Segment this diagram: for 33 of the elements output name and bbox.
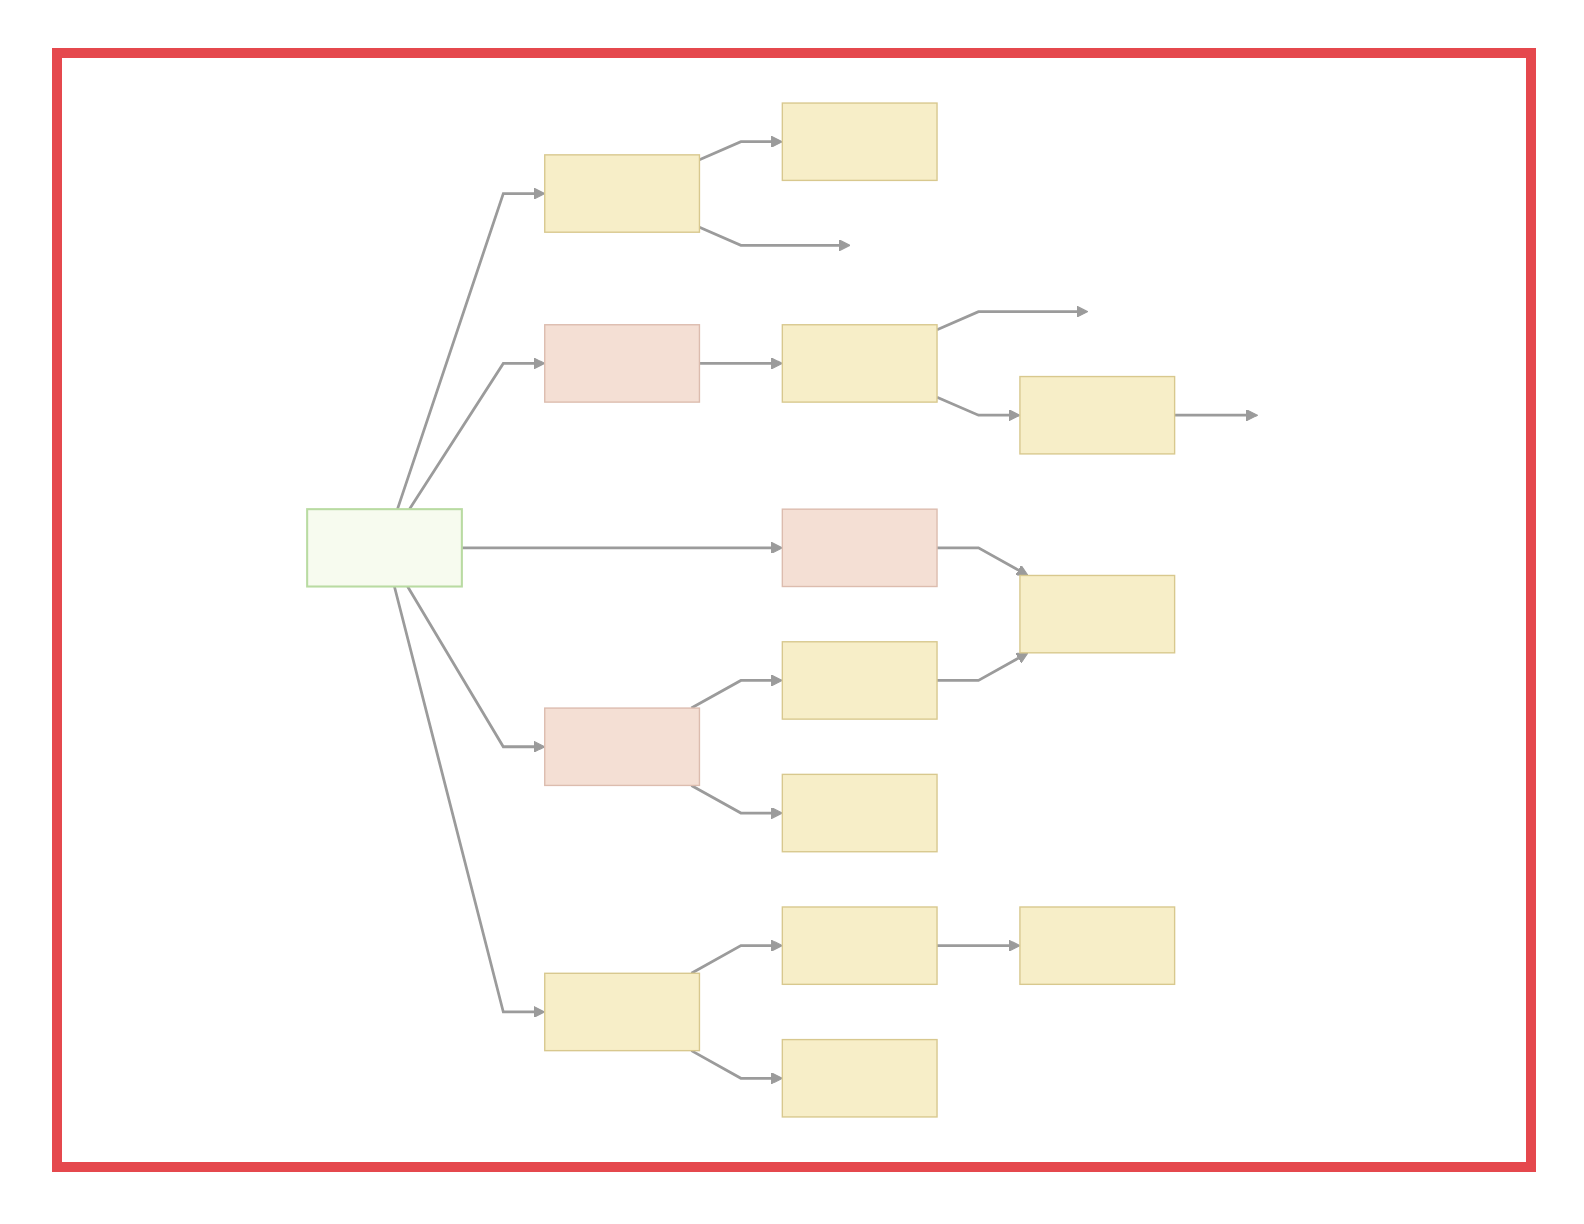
node-box (1019, 906, 1176, 986)
arrow (698, 135, 783, 162)
node-box (781, 1038, 938, 1118)
arrow (937, 546, 1029, 576)
node-box (544, 154, 701, 233)
arrow (690, 784, 783, 820)
node-box (781, 641, 938, 720)
node-box (781, 324, 938, 403)
node-box (544, 972, 701, 1052)
node-box (781, 773, 938, 853)
arrow (699, 357, 783, 370)
arrow (937, 652, 1029, 682)
arrow (690, 674, 783, 710)
node-box (1019, 574, 1176, 654)
node-box (306, 508, 463, 588)
arrow (406, 585, 546, 753)
node-box (781, 508, 938, 588)
arrow (396, 187, 546, 510)
node-box (781, 906, 938, 986)
node-box (544, 324, 701, 403)
arrow (690, 939, 783, 975)
arrow (698, 226, 851, 252)
arrow (936, 305, 1089, 331)
arrow (1174, 409, 1259, 422)
arrow (937, 939, 1021, 952)
arrow (936, 395, 1021, 422)
arrow (408, 357, 546, 510)
node-box (1019, 375, 1176, 455)
arrow (393, 586, 546, 1019)
arrow (461, 541, 783, 554)
node-box (781, 102, 938, 182)
node-box (544, 707, 701, 787)
arrow (690, 1049, 783, 1085)
